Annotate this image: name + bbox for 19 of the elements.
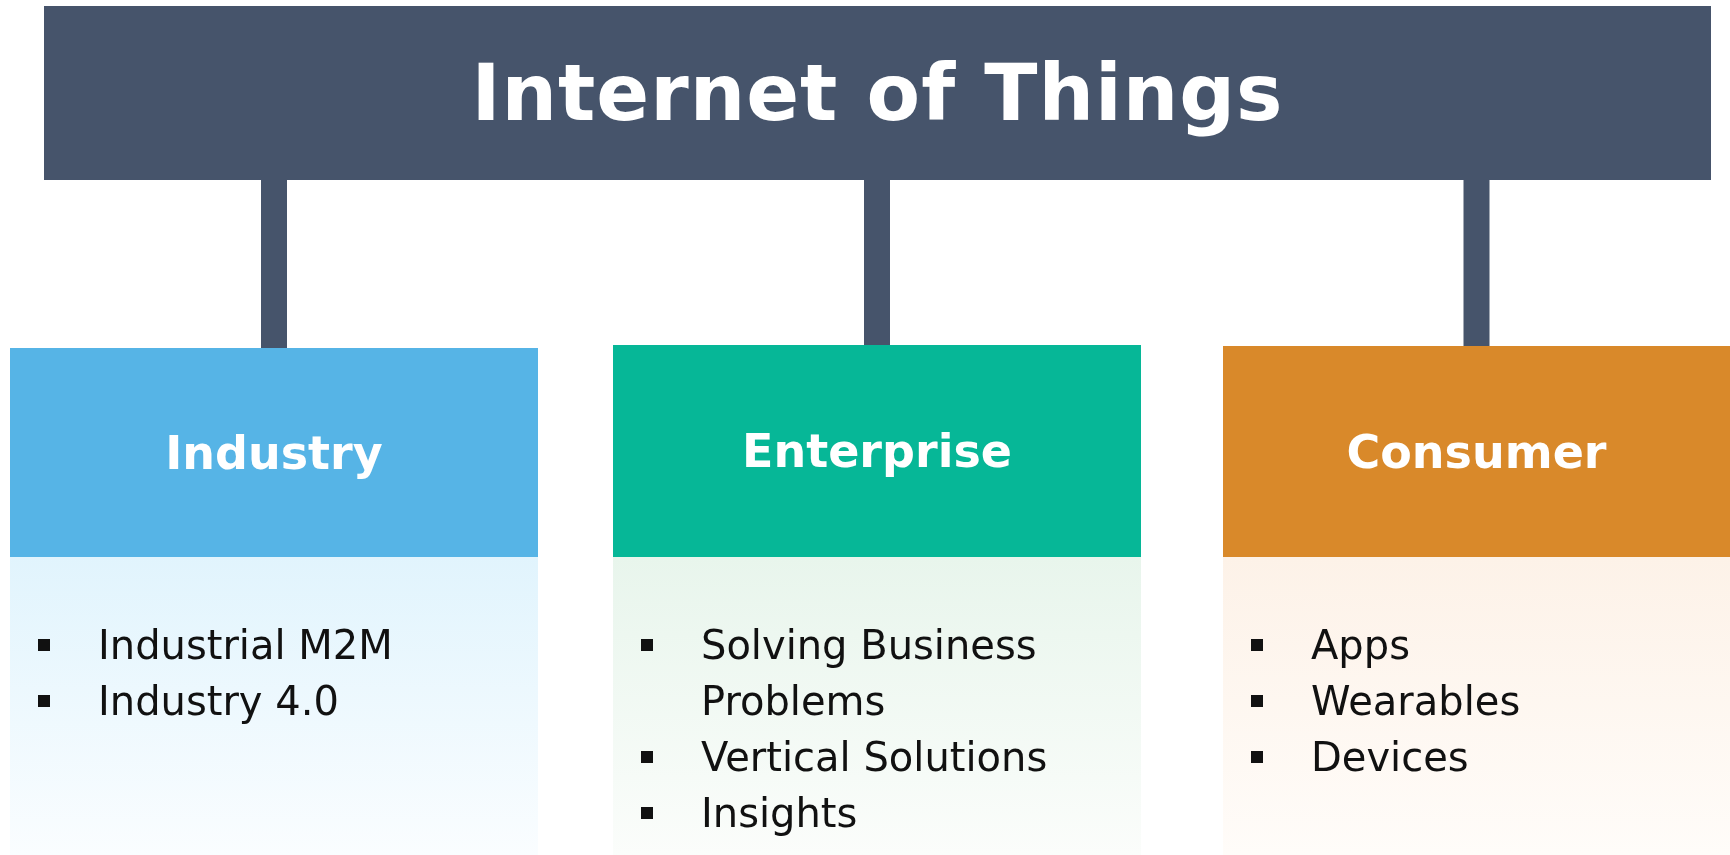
list-item: Devices [1311, 733, 1469, 782]
connector-bar [1463, 180, 1490, 346]
banner-title: Internet of Things [471, 48, 1284, 138]
title-banner [44, 6, 1711, 180]
list-item: Wearables [1311, 677, 1521, 726]
list-item: Industry 4.0 [98, 677, 339, 726]
category-card [10, 348, 538, 855]
connector-bar [864, 180, 890, 345]
card-heading: Industry [165, 425, 383, 480]
category-card [1223, 346, 1730, 855]
list-item: Apps [1311, 621, 1410, 670]
card-heading: Consumer [1346, 424, 1607, 479]
card-heading: Enterprise [742, 424, 1012, 478]
category-card [613, 345, 1141, 855]
list-item: Vertical Solutions [701, 733, 1048, 782]
list-item: Solving Business Problems [701, 621, 1038, 726]
list-item: Insights [701, 789, 858, 838]
list-item: Industrial M2M [98, 621, 393, 670]
connector-bar [261, 180, 287, 348]
